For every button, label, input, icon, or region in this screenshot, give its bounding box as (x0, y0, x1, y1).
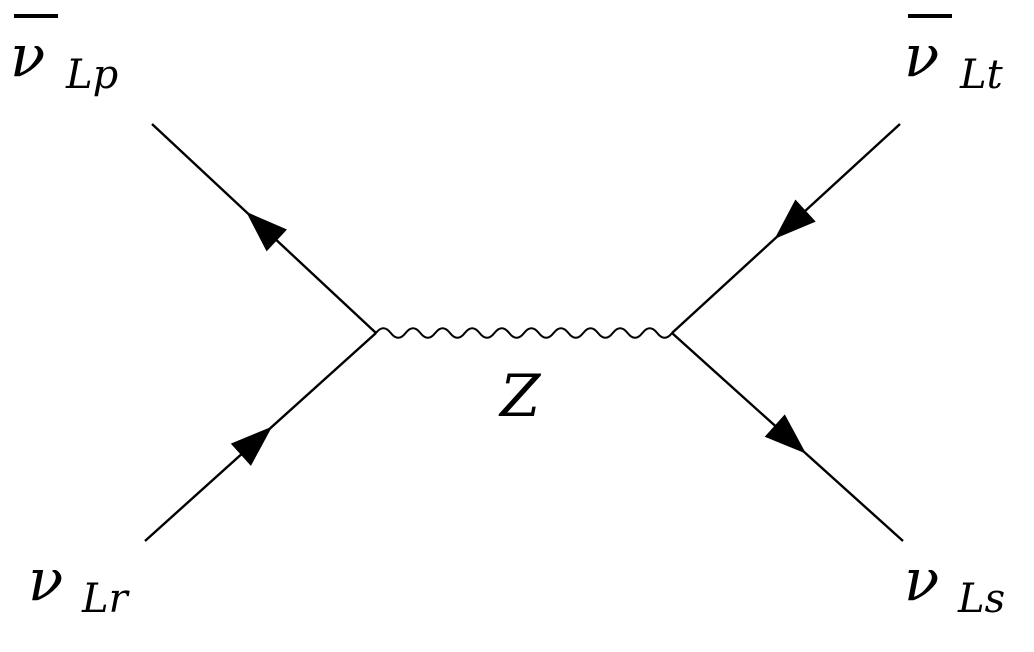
particle-label-top-left: ν Lp (10, 14, 118, 98)
arrowhead-bottom-left (230, 426, 273, 466)
particle-symbol-bottom-right: ν (904, 546, 939, 614)
arrowhead-top-left (246, 211, 287, 252)
particle-subscript-bottom-left: Lr (81, 576, 131, 622)
particle-subscript-top-left: Lp (65, 52, 118, 98)
arrowhead-top-right (774, 199, 816, 239)
z-boson-label: Z (498, 362, 542, 430)
particle-subscript-top-right: Lt (959, 52, 1004, 98)
particle-subscript-bottom-right: Ls (957, 576, 1005, 622)
arrowhead-bottom-right (764, 414, 806, 454)
particle-symbol-bottom-left: ν (28, 546, 63, 614)
particle-label-top-right: ν Lt (904, 14, 1004, 98)
particle-symbol-top-right: ν (904, 22, 939, 90)
particle-label-bottom-right: ν Ls (904, 546, 1005, 622)
particle-symbol-top-left: ν (10, 22, 45, 90)
particle-label-bottom-left: ν Lr (28, 546, 131, 622)
z-boson-propagator (375, 327, 673, 339)
arrowheads (230, 199, 816, 466)
